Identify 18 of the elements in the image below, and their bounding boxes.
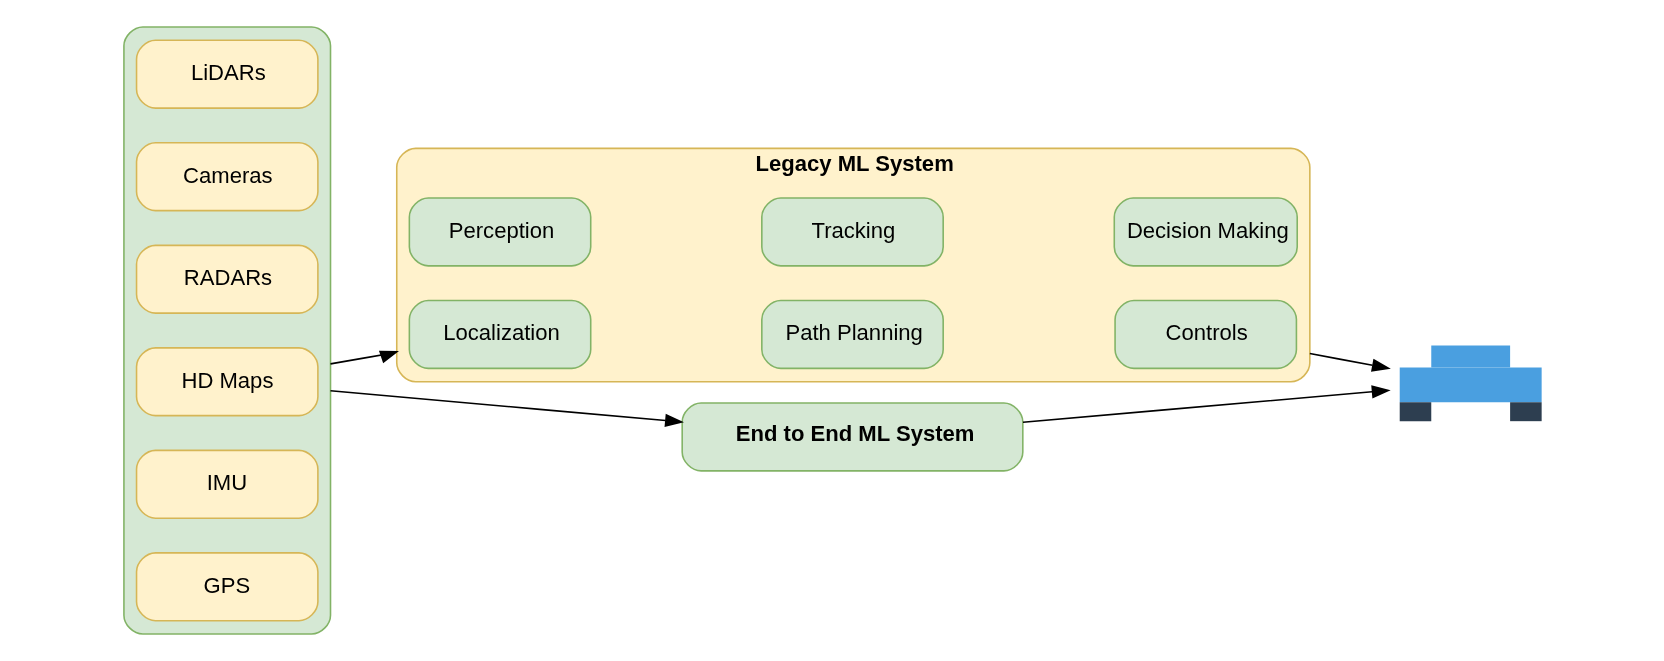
node-box: HD Maps <box>135 347 319 417</box>
arrow <box>329 350 399 365</box>
node-box: Tracking <box>761 197 944 267</box>
node-box: RADARs <box>135 244 319 314</box>
node-box: LiDARs <box>135 39 319 109</box>
arrow <box>1309 352 1391 372</box>
node-box: Path Planning <box>761 299 944 370</box>
node-box: Perception <box>408 197 592 267</box>
node-box: IMU <box>135 449 319 519</box>
cluster <box>123 26 332 635</box>
arrow <box>329 389 684 428</box>
arrow <box>1022 385 1391 423</box>
node-box: Localization <box>408 299 592 370</box>
node-box: GPS <box>135 552 319 622</box>
node-box: Decision Making <box>1113 197 1298 267</box>
node-box: End to End ML System <box>681 402 1024 472</box>
node-box: Cameras <box>135 142 319 212</box>
node-box: Controls <box>1114 299 1298 370</box>
